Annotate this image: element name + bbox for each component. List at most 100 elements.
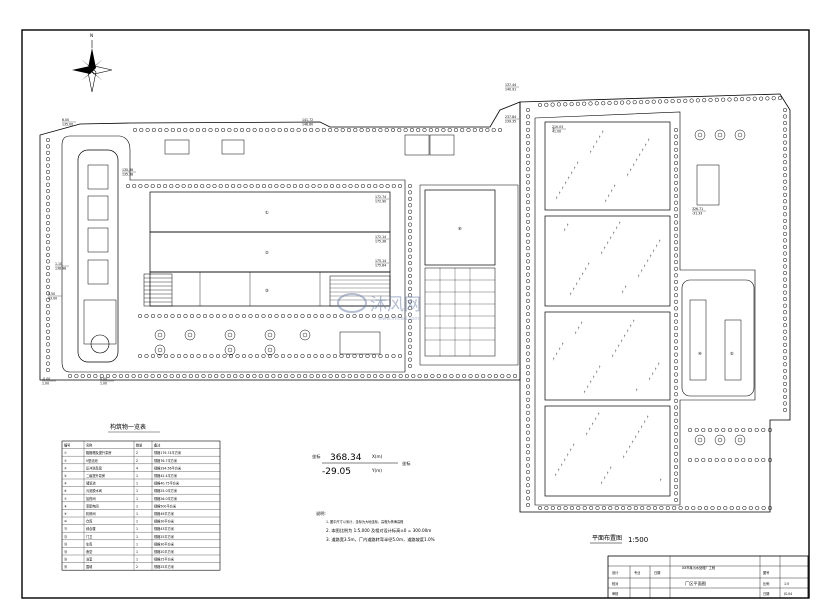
tree-icon (782, 199, 788, 204)
tree-icon (782, 186, 788, 191)
table-cell: 二级提升泵房 (86, 473, 105, 478)
plant-icon: † (647, 415, 649, 419)
plant-icon: † (567, 453, 569, 457)
pond-2 (544, 215, 671, 307)
tree-icon (170, 313, 175, 319)
tree-icon (407, 318, 413, 324)
tree-icon (407, 306, 413, 311)
tree-icon (231, 183, 236, 189)
tree-icon (407, 216, 413, 221)
tree-icon (673, 127, 679, 133)
tree-icon (525, 364, 531, 369)
elevation-label: 6.00 (62, 118, 69, 122)
tree-icon (378, 127, 383, 133)
tree-icon (384, 127, 389, 133)
tree-icon (782, 368, 788, 373)
tree-icon (670, 99, 675, 104)
tree-icon (525, 351, 531, 356)
tb-right-3: 日期 (763, 591, 769, 596)
plant-icon: † (596, 140, 598, 144)
tree-icon (782, 323, 788, 328)
tree-icon (525, 417, 531, 422)
tree-icon (293, 313, 299, 319)
tree-icon (300, 353, 305, 359)
tree-icon (673, 260, 679, 265)
plant-icon: † (587, 385, 589, 389)
tree-icon (315, 127, 320, 133)
tree-icon (646, 505, 651, 511)
tree-icon (607, 100, 612, 106)
road-inner-left (61, 135, 406, 373)
tree-icon (782, 355, 788, 360)
tree-icon (398, 373, 403, 379)
tree-icon (673, 332, 679, 337)
plant-icon: † (632, 440, 634, 444)
tree-icon (673, 326, 679, 331)
tree-icon (283, 127, 289, 133)
tree-icon (782, 205, 788, 210)
tree-icon (556, 102, 561, 107)
table-cell: ⑤ (64, 482, 67, 486)
plant-icon: † (576, 282, 578, 286)
tree-icon (704, 505, 709, 511)
bldg-5-label: ⑤ (730, 351, 734, 356)
tree-icon (782, 407, 788, 413)
top-bldg-4 (429, 134, 455, 156)
tree-icon (673, 286, 679, 291)
tree-icon (695, 98, 700, 103)
plant-icon: † (624, 334, 626, 338)
tree-icon (525, 154, 531, 159)
top-bldg-1 (164, 139, 190, 155)
tree-icon (407, 196, 413, 201)
table-cell: 仓库 (86, 519, 93, 524)
table-cell: ④ (64, 474, 67, 478)
tree-icon (80, 373, 85, 379)
right-small-bldg (696, 164, 720, 206)
tree-icon (721, 427, 726, 433)
tree-icon (365, 127, 370, 133)
plant-icon: † (605, 199, 607, 203)
tree-icon (614, 505, 619, 511)
table-cell: 2 (136, 451, 138, 455)
tree-icon (348, 183, 353, 189)
tree-icon (673, 458, 679, 463)
tree-icon (741, 457, 746, 463)
tree-icon (193, 183, 199, 189)
tree-icon (176, 373, 181, 379)
tree-icon (221, 127, 226, 133)
tree-icon (782, 225, 788, 230)
tree-icon (544, 505, 549, 511)
plant-icon: † (644, 420, 646, 424)
tree-icon (246, 127, 251, 133)
tree-icon (673, 425, 679, 430)
plant-icon: † (611, 189, 613, 193)
tree-icon (481, 373, 486, 379)
shrub-icon (694, 434, 706, 446)
small-bldg-south (339, 331, 381, 355)
tree-icon (300, 313, 305, 319)
tree-icon (151, 127, 156, 133)
tree-icon (407, 325, 413, 330)
table-cell: 规格25平方米 (154, 557, 175, 562)
tree-icon (525, 239, 531, 244)
tree-icon (145, 127, 150, 133)
tree-icon (673, 405, 679, 410)
tree-icon (138, 183, 143, 189)
tree-icon (525, 489, 531, 494)
tree-icon (360, 183, 365, 189)
plant-icon: † (582, 272, 584, 276)
plant-icon: † (604, 246, 606, 250)
tree-icon (525, 443, 531, 448)
tree-icon (708, 97, 713, 103)
tree-icon (407, 190, 413, 195)
tree-icon (224, 183, 229, 189)
tree-icon (525, 331, 531, 336)
plant-icon: † (638, 274, 640, 278)
elevation-label: 41.00 (552, 130, 561, 134)
tree-icon (45, 272, 51, 277)
tree-icon (729, 505, 734, 511)
tb-scale: 1:5 (784, 582, 789, 586)
tree-icon (67, 373, 73, 379)
table-cell: 食堂 (86, 549, 92, 554)
top-bldg-2 (221, 139, 245, 155)
